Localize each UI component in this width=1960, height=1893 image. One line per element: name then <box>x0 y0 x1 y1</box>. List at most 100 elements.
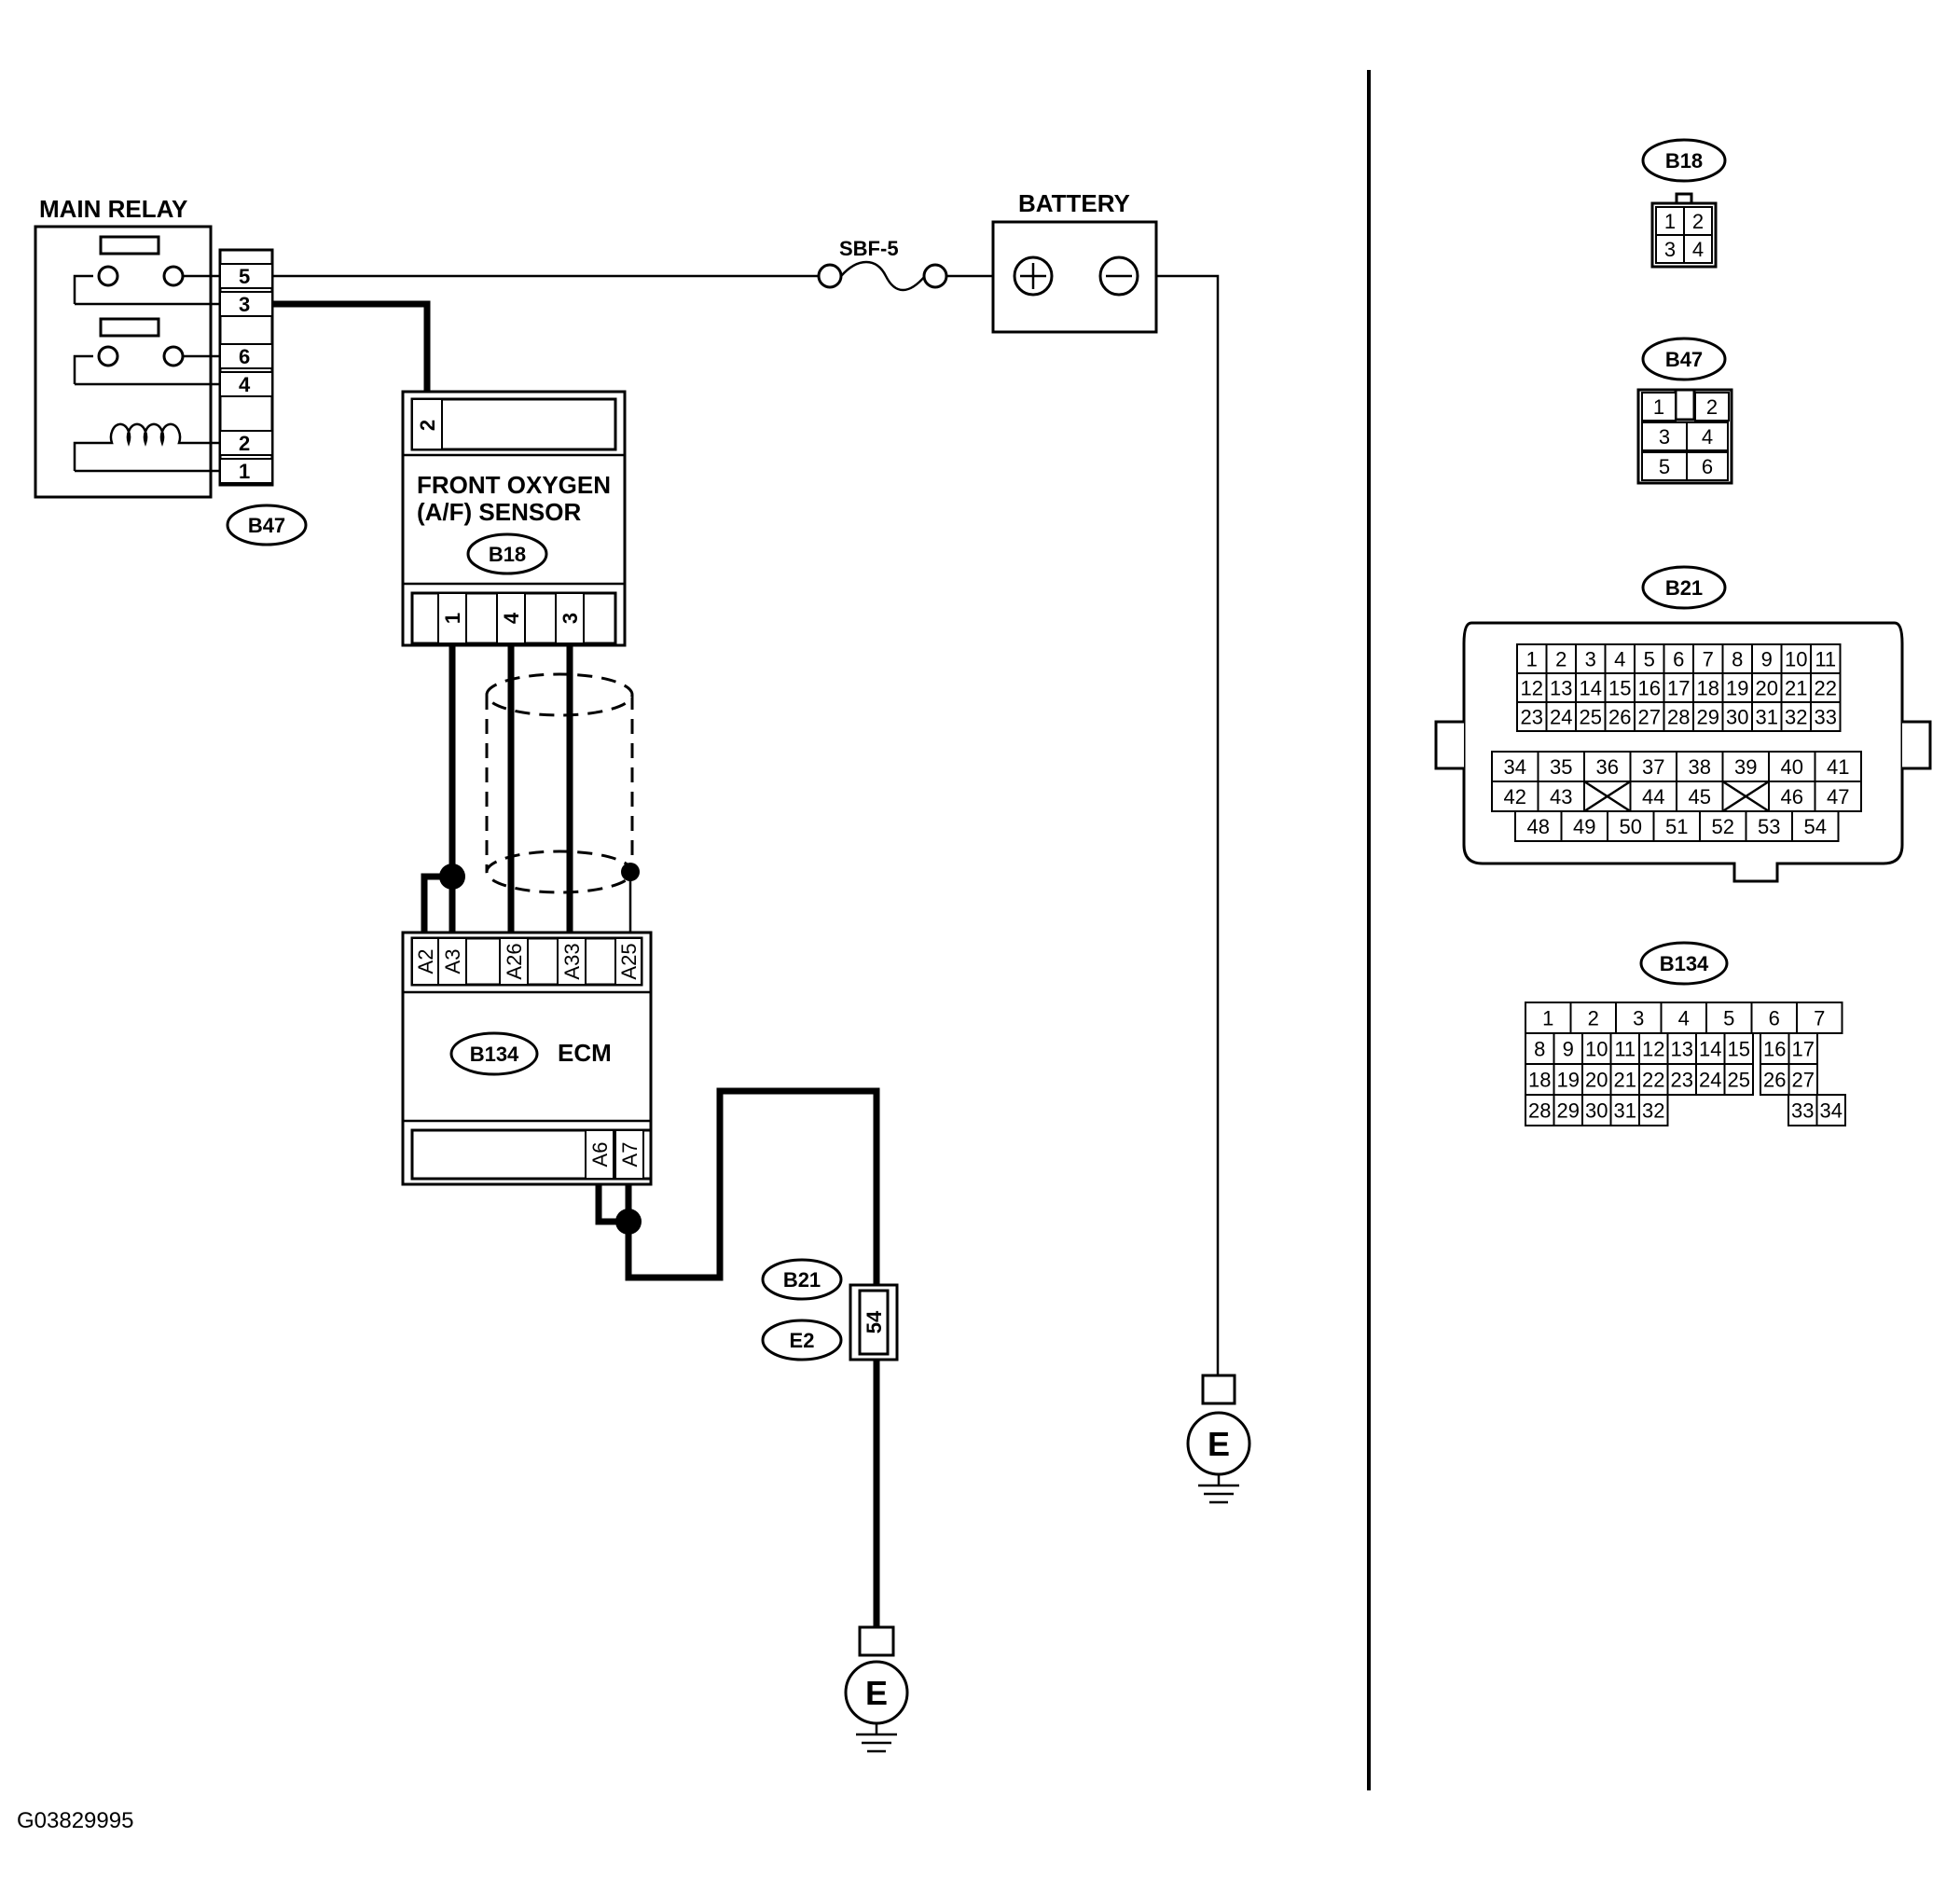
b134-pin-24-label: 24 <box>1699 1069 1721 1092</box>
b21-pin-2-cell <box>1545 643 1577 674</box>
sensor-bottom-connector: 1 4 3 <box>410 591 617 645</box>
b134-pin-20-label: 20 <box>1585 1069 1608 1092</box>
ground-symbol-battery <box>1186 1374 1251 1504</box>
b134-pin-19-cell <box>1553 1063 1583 1096</box>
b21-pin-28-label: 28 <box>1667 706 1690 729</box>
b21-pin-54-label: 54 <box>1804 815 1827 838</box>
b21-pin-39-label: 39 <box>1734 755 1757 779</box>
relay-pin-3: 3 <box>239 293 250 316</box>
b134-pin-32-cell <box>1638 1094 1669 1126</box>
ecm-pin-a7: A7 <box>618 1142 642 1168</box>
b18-pin-3-label: 3 <box>1664 238 1676 261</box>
b134-pin-16-label: 16 <box>1763 1038 1786 1061</box>
b21-pin-8-label: 8 <box>1732 648 1743 671</box>
b21-pin-44-label: 44 <box>1642 785 1664 808</box>
b134-pin-31-cell <box>1609 1094 1640 1126</box>
b134-pin-10-label: 10 <box>1585 1038 1608 1061</box>
b134-pin-18-label: 18 <box>1528 1069 1551 1092</box>
joint-pin-54: 54 <box>863 1310 886 1333</box>
b134-pin-19-label: 19 <box>1557 1069 1580 1092</box>
view-b134-badge <box>1639 941 1729 986</box>
main-relay-title: MAIN RELAY <box>39 195 187 223</box>
sensor-title-line2: (A/F) SENSOR <box>417 498 581 526</box>
b21-pin-20-cell <box>1751 672 1783 703</box>
view-b47-lock <box>1674 388 1696 421</box>
sensor-title-line1: FRONT OXYGEN <box>417 471 611 499</box>
b134-pin-11-label: 11 <box>1614 1038 1636 1061</box>
wire-a7-ground <box>625 1087 880 1294</box>
b21-pin-54-cell <box>1791 810 1840 842</box>
b18-pin-2-cell <box>1683 206 1713 236</box>
b134-pin-3-label: 3 <box>1633 1007 1644 1030</box>
b134-pin-32-label: 32 <box>1642 1099 1664 1123</box>
b134-pin-23-label: 23 <box>1671 1069 1693 1092</box>
b134-pin-28-label: 28 <box>1528 1099 1551 1123</box>
relay-pin-1: 1 <box>239 460 250 483</box>
joint-badge-e2 <box>761 1319 843 1361</box>
ecm-pin-a2: A2 <box>414 949 437 974</box>
b134-pin-7-cell <box>1796 1002 1843 1034</box>
b21-pin-5-label: 5 <box>1644 648 1655 671</box>
b47-pin-4-label: 4 <box>1702 425 1713 449</box>
b21-blank-2-cross <box>1583 780 1632 813</box>
fuse-terminal-left <box>817 263 843 289</box>
b134-pin-27-cell <box>1787 1063 1818 1096</box>
b21-pin-3-label: 3 <box>1585 648 1596 671</box>
main-relay-connector-badge <box>226 504 308 546</box>
b21-pin-16-label: 16 <box>1638 677 1661 700</box>
b47-pin-4-cell <box>1686 421 1729 451</box>
b21-pin-27-label: 27 <box>1638 706 1661 729</box>
sensor-pin-1: 1 <box>441 613 464 624</box>
b47-pin-6-label: 6 <box>1702 455 1713 478</box>
ecm-pin-a25: A25 <box>617 943 641 979</box>
view-b47-badge <box>1641 337 1727 381</box>
view-b21-left-tab <box>1434 720 1464 770</box>
b21-pin-24-label: 24 <box>1550 706 1572 729</box>
b21-pin-11-label: 11 <box>1815 648 1836 671</box>
b134-pin-9-label: 9 <box>1563 1038 1574 1061</box>
battery-title: BATTERY <box>1018 189 1130 217</box>
b21-pin-32-label: 32 <box>1785 706 1807 729</box>
relay-switch2-terminal-b <box>162 345 185 367</box>
b134-pin-34-label: 34 <box>1820 1099 1843 1123</box>
b47-pin-3-label: 3 <box>1659 425 1670 449</box>
b134-pin-34-cell <box>1815 1094 1846 1126</box>
relay-switch1-contact <box>99 235 160 256</box>
b21-pin-30-label: 30 <box>1726 706 1748 729</box>
b134-pin-17-cell <box>1787 1032 1818 1065</box>
b21-pin-10-cell <box>1780 643 1812 674</box>
b134-pin-2-label: 2 <box>1588 1007 1599 1030</box>
b134-pin-14-label: 14 <box>1699 1038 1721 1061</box>
b21-pin-52-label: 52 <box>1712 815 1734 838</box>
fuse-label: SBF-5 <box>839 237 899 260</box>
b21-pin-25-label: 25 <box>1580 706 1602 729</box>
relay-pin-4: 4 <box>239 373 251 396</box>
view-b21-label: B21 <box>1665 576 1703 600</box>
b134-pin-6-cell <box>1750 1002 1798 1034</box>
sensor-pin-2: 2 <box>416 420 439 431</box>
b21-pin-50-label: 50 <box>1620 815 1642 838</box>
b134-pin-23-cell <box>1666 1063 1697 1096</box>
fuse-terminal-right <box>922 263 948 289</box>
ecm-top-connector: A2 A3 A26 A33 A25 <box>410 936 643 987</box>
joint-label-b21: B21 <box>783 1268 821 1292</box>
b21-pin-6-cell <box>1663 643 1694 674</box>
b18-pin-2-label: 2 <box>1692 210 1704 233</box>
ecm-pin-a26: A26 <box>503 943 526 979</box>
b21-pin-22-label: 22 <box>1815 677 1837 700</box>
b21-pin-51-label: 51 <box>1665 815 1688 838</box>
b21-pin-2-label: 2 <box>1555 648 1567 671</box>
b21-pin-33-label: 33 <box>1815 706 1837 729</box>
b134-pin-29-label: 29 <box>1557 1099 1580 1123</box>
wire-battery-ground <box>1156 274 1220 1375</box>
b21-pin-6-label: 6 <box>1673 648 1684 671</box>
b21-pin-43-label: 43 <box>1550 785 1572 808</box>
sensor-connector-label: B18 <box>489 543 526 566</box>
main-relay-pin-strip: 5 3 6 4 2 1 <box>218 248 274 487</box>
view-b18-badge <box>1641 138 1727 183</box>
b134-pin-15-label: 15 <box>1728 1038 1750 1061</box>
relay-switch2-contact <box>99 317 160 338</box>
b21-pin-3-cell <box>1575 643 1607 674</box>
